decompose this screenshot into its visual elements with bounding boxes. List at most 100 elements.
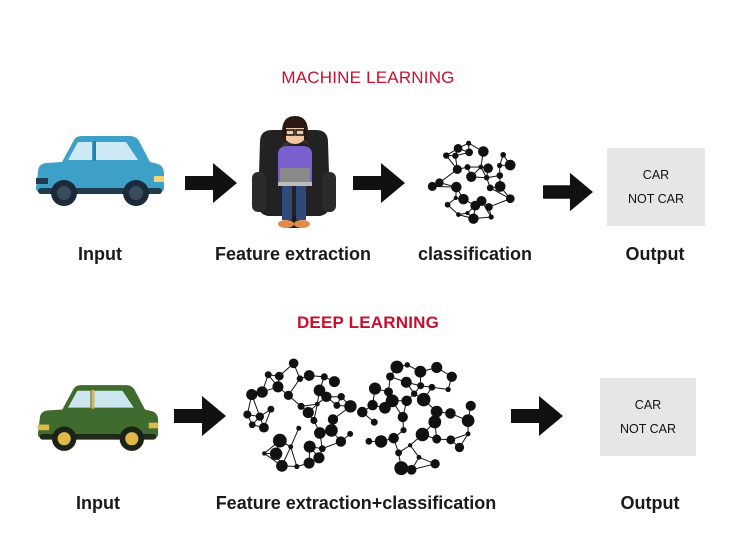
network-node	[428, 415, 442, 429]
network-node	[478, 146, 489, 157]
network-node	[453, 143, 463, 153]
network-node	[385, 394, 399, 408]
network-node	[416, 454, 422, 460]
network-node	[390, 360, 404, 374]
dl-output-box: CAR NOT CAR	[600, 378, 696, 456]
network-node	[458, 193, 469, 205]
ml-classification-label: classification	[417, 244, 533, 264]
network-node	[386, 372, 395, 381]
network-node	[494, 181, 506, 192]
network-node	[256, 386, 268, 398]
network-edge	[290, 446, 298, 467]
network-node	[431, 361, 443, 374]
network-node	[416, 392, 431, 407]
network-node	[466, 171, 477, 182]
network-node	[428, 383, 436, 391]
network-node	[446, 435, 456, 445]
network-node	[383, 387, 393, 397]
arrow-right-icon	[353, 163, 405, 203]
network-node	[272, 433, 287, 448]
network-node	[335, 436, 347, 447]
network-node	[465, 210, 470, 216]
network-node	[267, 405, 275, 413]
ml-feature-extraction-label: Feature extraction	[214, 244, 372, 264]
network-node	[288, 358, 299, 369]
network-node	[484, 203, 493, 211]
network-node	[397, 411, 408, 423]
network-node	[465, 431, 471, 437]
network-node	[297, 402, 305, 410]
network-node	[486, 184, 494, 192]
network-node	[427, 181, 437, 191]
arrow-right-icon	[174, 396, 226, 436]
output-car-label: CAR	[634, 398, 662, 412]
network-node	[328, 376, 340, 388]
network-node	[303, 440, 316, 453]
network-node	[430, 459, 440, 469]
neural-network-icon	[356, 360, 476, 476]
network-node	[246, 389, 258, 401]
network-node	[466, 140, 472, 146]
network-node	[294, 463, 300, 470]
network-node	[303, 457, 315, 469]
network-node	[276, 460, 288, 472]
network-node	[272, 381, 284, 393]
network-node	[505, 194, 515, 204]
ml-output-box: CAR NOT CAR	[607, 148, 705, 226]
network-node	[496, 162, 503, 169]
network-node	[388, 432, 399, 444]
network-node	[414, 365, 427, 378]
network-node	[452, 152, 459, 159]
network-node	[488, 214, 494, 220]
network-node	[314, 427, 326, 439]
network-node	[325, 424, 338, 437]
network-node	[370, 418, 378, 426]
network-node	[415, 427, 430, 442]
network-node	[367, 399, 378, 411]
network-node	[456, 212, 461, 217]
network-node	[283, 390, 294, 400]
network-edge	[290, 428, 300, 448]
network-node	[406, 464, 417, 475]
network-node	[430, 405, 443, 418]
network-node	[344, 400, 357, 413]
network-node	[464, 164, 471, 171]
dl-input-label: Input	[76, 493, 120, 513]
network-node	[504, 159, 516, 171]
network-node	[445, 386, 451, 393]
network-node	[365, 437, 373, 445]
dl-feature-extraction-classification-label: Feature extraction+classification	[215, 493, 497, 513]
network-node	[288, 444, 294, 450]
network-node	[408, 443, 413, 448]
network-node	[483, 163, 493, 174]
network-node	[296, 425, 302, 431]
ml-output-label: Output	[625, 244, 685, 264]
network-node	[400, 427, 407, 434]
network-edge	[409, 444, 420, 458]
network-node	[368, 382, 382, 395]
network-node	[461, 414, 475, 428]
network-node	[454, 442, 465, 453]
network-node	[269, 447, 283, 460]
network-node	[243, 410, 252, 419]
network-node	[255, 412, 265, 421]
network-node	[296, 375, 304, 382]
network-node	[374, 435, 388, 448]
network-node	[483, 174, 490, 181]
neural-network-icon	[243, 358, 357, 472]
dl-output-label: Output	[620, 493, 680, 513]
network-node	[445, 408, 456, 419]
network-node	[417, 382, 425, 390]
network-node	[410, 390, 418, 397]
machine-learning-title: MACHINE LEARNING	[281, 68, 455, 87]
network-node	[313, 452, 325, 464]
network-node	[310, 416, 318, 425]
network-node	[452, 164, 462, 174]
network-node	[444, 201, 451, 208]
arrow-right-icon	[511, 396, 563, 436]
blue-car-icon	[36, 136, 164, 206]
network-node	[500, 151, 507, 158]
network-node	[321, 391, 332, 403]
network-node	[337, 393, 345, 401]
network-node	[435, 178, 444, 187]
